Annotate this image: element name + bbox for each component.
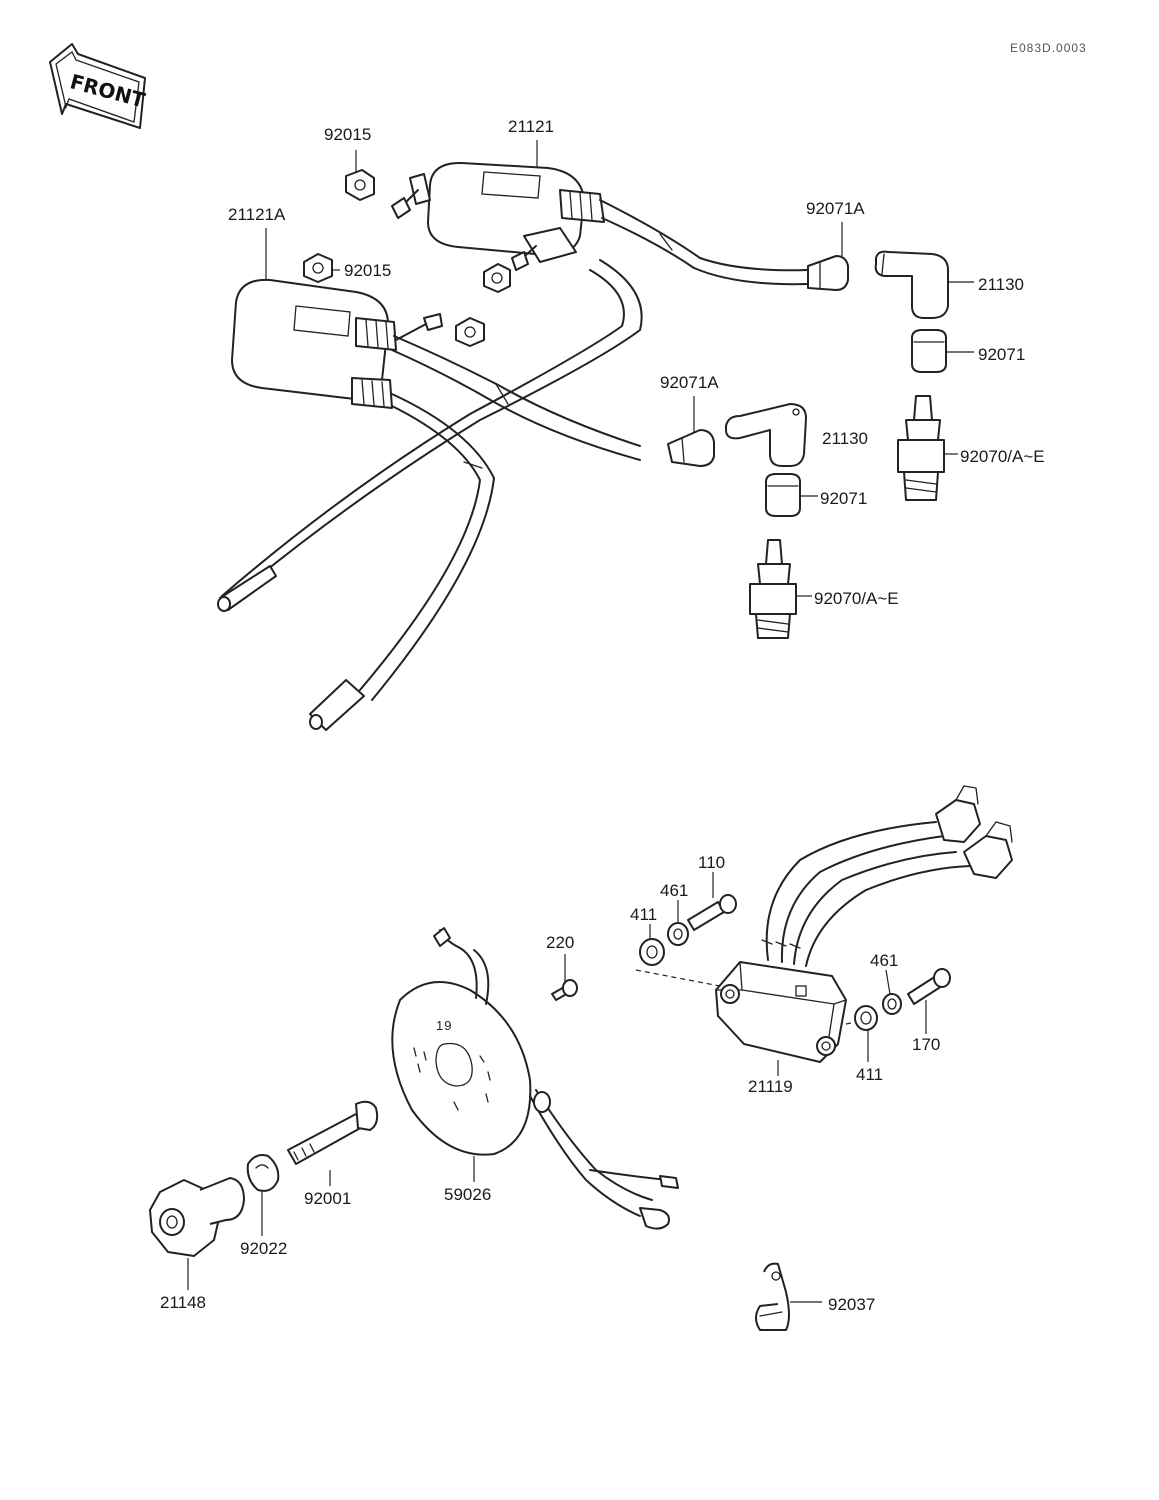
callout-92070-top: 92070/A~E [960,447,1045,466]
callout-411-right: 411 [856,1065,883,1084]
plug-cap-21130-mid [725,403,807,467]
ignition-coil-21121 [391,161,605,271]
suppressor-92071-top [911,329,947,373]
clamp-92037 [755,1262,790,1331]
bolt-170 [907,968,951,1005]
callout-170: 170 [912,1035,940,1054]
spark-plug-92070-mid [749,539,797,639]
bolt-92001 [287,1100,379,1165]
callout-92071A-mid: 92071A [660,373,719,392]
spark-plug-92070-top [897,395,945,501]
callout-92001: 92001 [304,1189,351,1208]
nut-92015-mid [303,253,333,283]
callout-21121A: 21121A [228,205,286,224]
callout-labels: 92015 21121 21121A 92015 92071A 21130 92… [160,117,1045,1314]
callout-411-left: 411 [630,905,657,924]
callout-92071-top: 92071 [978,345,1025,364]
callout-59026: 59026 [444,1185,491,1204]
washer-461-right [882,993,902,1015]
callout-461-left: 461 [660,881,688,900]
spacer-92022 [246,1154,280,1192]
timing-rotor-21148 [149,1177,245,1257]
bolt-110 [687,894,737,931]
callout-92071A-top: 92071A [806,199,865,218]
ignition-coil-21121A [231,278,443,409]
ic-igniter-21119 [715,785,1013,1063]
nut-92015-top [345,169,375,201]
callout-21119: 21119 [748,1077,793,1096]
nut-92015-coil2 [455,317,485,347]
front-arrow-icon: FRONT [49,43,148,129]
callout-92070-mid: 92070/A~E [814,589,899,608]
washer-411-left [639,938,665,966]
callout-21121: 21121 [508,117,554,136]
callout-92015-top: 92015 [324,125,371,144]
plug-cap-92071A-top [807,255,849,291]
callout-220: 220 [546,933,574,952]
callout-461-right: 461 [870,951,898,970]
callout-92037: 92037 [828,1295,875,1314]
plug-cap-21130-top [874,250,949,319]
callout-92015-mid: 92015 [344,261,391,280]
drawing-code: E083D.0003 [1010,41,1087,55]
callout-110: 110 [698,853,725,872]
svg-text:19: 19 [436,1018,452,1033]
plug-cap-92071A-mid [667,429,715,467]
callout-21148: 21148 [160,1293,206,1312]
callout-92022: 92022 [240,1239,287,1258]
nut-92015-coil1 [483,263,511,293]
callout-21130-mid: 21130 [822,429,868,448]
suppressor-92071-mid [765,473,801,517]
high-tension-leads [217,199,809,731]
pickup-coil-plate-59026: 19 [391,927,679,1230]
washer-411-right [854,1005,878,1031]
screw-220 [551,979,578,1001]
washer-461-left [667,922,689,946]
leader-lines [187,140,974,1303]
callout-21130-top: 21130 [978,275,1024,294]
callout-92071-mid: 92071 [820,489,867,508]
